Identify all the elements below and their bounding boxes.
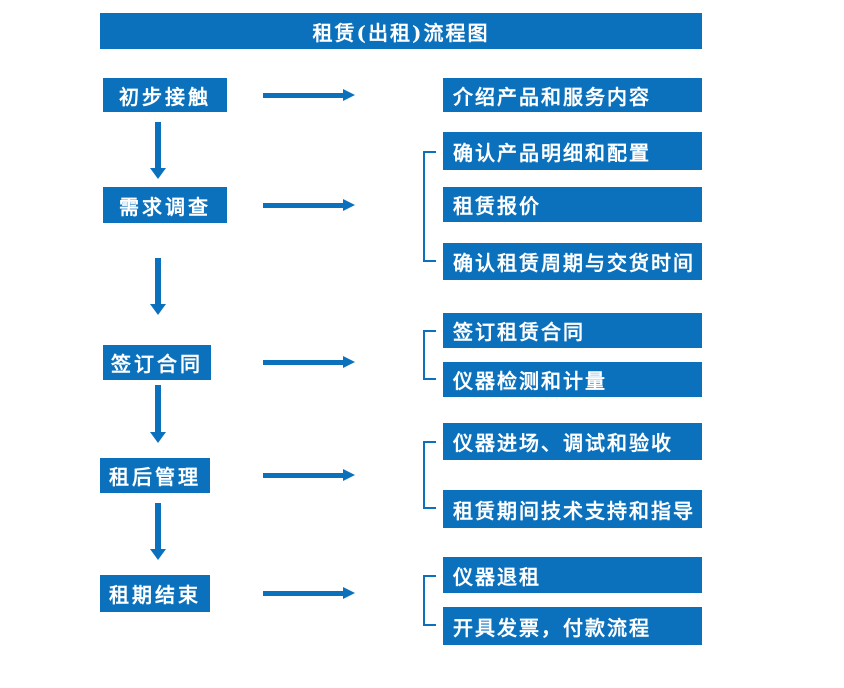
arrow-stem (263, 360, 344, 365)
detail-confirm-product-config: 确认产品明细和配置 (443, 132, 702, 170)
arrow-head (150, 549, 166, 560)
detail-introduce-products: 介绍产品和服务内容 (443, 78, 702, 112)
detail-rental-quote: 租赁报价 (443, 187, 702, 222)
arrow-down-icon (150, 258, 166, 315)
arrow-stem (263, 203, 344, 208)
step-rental-end: 租期结束 (100, 575, 210, 612)
detail-tech-support: 租赁期间技术支持和指导 (443, 490, 702, 528)
arrow-stem (263, 473, 344, 478)
arrow-right-icon (263, 89, 355, 101)
arrow-right-icon (263, 199, 355, 211)
arrow-head (343, 356, 355, 368)
group-bracket-demand-survey (423, 151, 436, 262)
arrow-stem (155, 385, 161, 432)
arrow-down-icon (150, 122, 166, 179)
group-bracket-post-rental (423, 441, 436, 509)
arrow-right-icon (263, 469, 355, 481)
detail-instrument-setup-acceptance: 仪器进场、调试和验收 (443, 423, 702, 460)
arrow-head (343, 199, 355, 211)
arrow-head (150, 304, 166, 315)
detail-invoice-payment: 开具发票，付款流程 (443, 607, 702, 645)
arrow-head (343, 89, 355, 101)
arrow-down-icon (150, 503, 166, 560)
detail-sign-rental-contract: 签订租赁合同 (443, 313, 702, 348)
step-sign-contract: 签订合同 (103, 345, 211, 380)
arrow-head (150, 432, 166, 443)
group-bracket-sign-contract (423, 330, 436, 380)
arrow-down-icon (150, 385, 166, 443)
page-title: 租赁(出租)流程图 (312, 20, 490, 45)
arrow-head (343, 469, 355, 481)
arrow-stem (263, 93, 344, 98)
arrow-stem (155, 122, 161, 168)
detail-instrument-return: 仪器退租 (443, 557, 702, 593)
arrow-right-icon (263, 356, 355, 368)
title-bar: 租赁(出租)流程图 (100, 13, 702, 49)
detail-instrument-testing: 仪器检测和计量 (443, 362, 702, 397)
step-initial-contact: 初步接触 (103, 78, 227, 112)
detail-confirm-period-delivery: 确认租赁周期与交货时间 (443, 243, 702, 280)
step-demand-survey: 需求调查 (103, 187, 227, 223)
arrow-stem (155, 503, 161, 549)
step-post-rental-management: 租后管理 (100, 458, 210, 493)
arrow-head (343, 587, 355, 599)
group-bracket-rental-end (423, 575, 436, 626)
arrow-stem (263, 591, 344, 596)
arrow-stem (155, 258, 161, 304)
arrow-right-icon (263, 587, 355, 599)
arrow-head (150, 168, 166, 179)
